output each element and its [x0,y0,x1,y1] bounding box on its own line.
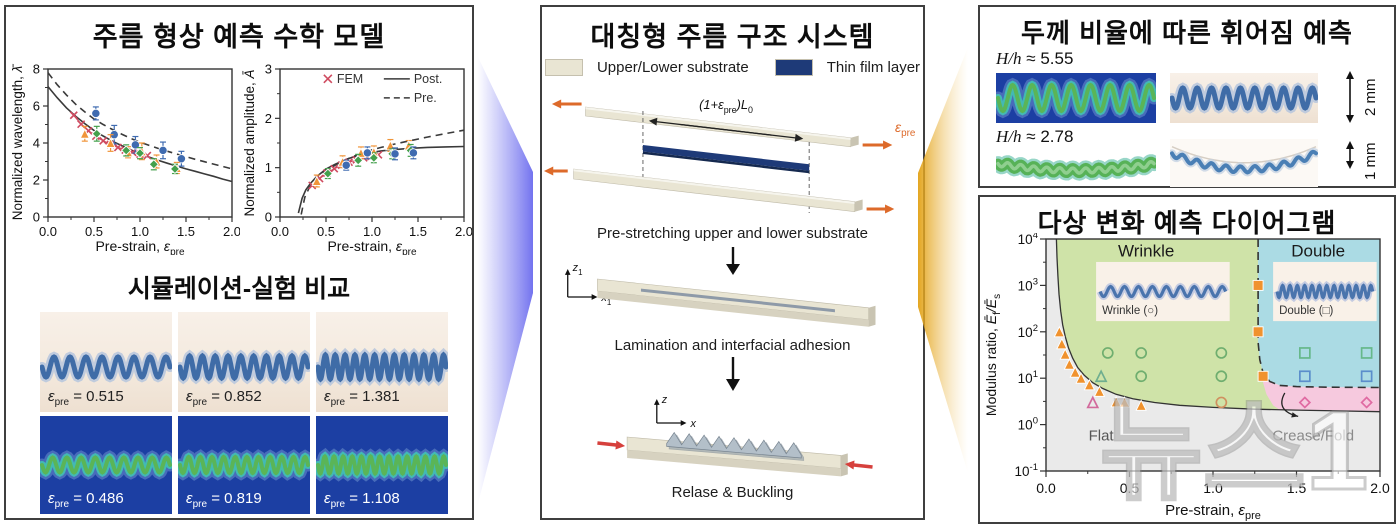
svg-text:102: 102 [1018,323,1038,340]
substrate-swatch-icon [544,59,583,76]
film-legend-label: Thin film layer [826,59,921,76]
svg-text:Normalized wavelength, λ̄: Normalized wavelength, λ̄ [10,64,25,220]
svg-text:2.0: 2.0 [1370,480,1390,496]
bending-experiment-1 [1170,73,1318,123]
down-arrow-icon [725,357,740,391]
svg-text:0.5: 0.5 [85,224,103,239]
svg-text:0.0: 0.0 [1036,480,1056,496]
svg-text:1.5: 1.5 [177,224,195,239]
svg-text:z: z [661,394,668,406]
svg-text:2: 2 [33,173,40,188]
svg-text:Double (□): Double (□) [1279,305,1333,317]
svg-text:Modulus ratio, Ēf/Ēs: Modulus ratio, Ēf/Ēs [983,294,1003,416]
svg-text:6: 6 [33,99,40,114]
svg-text:0: 0 [33,210,40,225]
svg-text:2.0: 2.0 [223,224,240,239]
svg-text:Double: Double [1291,241,1345,260]
bending-simulation-1 [996,73,1156,123]
svg-text:Flat: Flat [1089,428,1115,445]
svg-text:0.0: 0.0 [39,224,57,239]
epsilon-label: εpre = 1.381 [324,388,400,408]
schematic-legend: Upper/Lower substrate Thin film layer [542,59,923,76]
step3-caption: Relase & Buckling [671,484,794,501]
svg-text:100: 100 [1018,416,1038,433]
svg-text:Pre-strain, εpre: Pre-strain, εpre [1165,502,1261,521]
epsilon-label: εpre = 0.486 [48,490,124,510]
svg-text:(1+εpre)L0: (1+εpre)L0 [699,97,753,115]
svg-text:8: 8 [33,63,40,77]
experiment-image-1: εpre = 0.515 [40,312,172,412]
svg-text:1.5: 1.5 [409,224,427,239]
svg-text:z1: z1 [572,262,583,277]
simulation-image-1: εpre = 0.486 [40,416,172,514]
scale-arrow-icon [1346,141,1354,169]
svg-text:x: x [689,418,696,430]
svg-text:104: 104 [1018,233,1038,247]
epsilon-label: εpre = 1.108 [324,490,400,510]
svg-text:1.0: 1.0 [1203,480,1223,496]
lamination-schematic: z1x1 [564,262,876,327]
epsilon-label: εpre = 0.852 [186,388,262,408]
svg-text:FEM: FEM [337,72,363,86]
flow-arrow-right-icon [477,55,533,507]
step2-caption: Lamination and interfacial adhesion [614,337,851,354]
down-arrow-icon [725,247,740,275]
svg-text:2: 2 [265,111,272,126]
svg-text:10-1: 10-1 [1015,462,1038,479]
simulation-image-3: εpre = 1.108 [316,416,448,514]
panel-bending-title: 두께 비율에 따른 휘어짐 예측 [1021,18,1353,48]
svg-text:4: 4 [33,136,40,151]
svg-text:Post.: Post. [414,72,443,86]
svg-text:εpre: εpre [895,119,916,139]
experiment-image-3: εpre = 1.381 [316,312,448,412]
scale-label-1mm: 1 mm [1362,142,1379,180]
epsilon-label: εpre = 0.515 [48,388,124,408]
svg-text:Crease/Fold: Crease/Fold [1272,428,1354,445]
svg-text:Pre-strain, εpre: Pre-strain, εpre [327,238,417,255]
flow-arrow-left-icon [918,47,968,473]
svg-text:1: 1 [265,160,272,175]
thickness-ratio-label-1: H/h ≈ 5.55 [996,49,1074,68]
prestretch-schematic: (1+εpre)L0 εpre [543,97,916,214]
panel-bending-prediction: 두께 비율에 따른 휘어짐 예측 H/h ≈ 5.55 2 mm H/h ≈ 2… [978,5,1396,188]
buckling-schematic: zx [597,394,873,477]
panel-system-title: 대칭형 주름 구조 시스템 [590,22,875,52]
svg-text:0.5: 0.5 [317,224,335,239]
svg-text:0.0: 0.0 [271,224,289,239]
substrate-legend-label: Upper/Lower substrate [596,59,749,76]
comparison-title: 시뮬레이션-실험 비교 [127,275,351,303]
svg-text:101: 101 [1018,369,1038,386]
thickness-ratio-label-2: H/h ≈ 2.78 [996,127,1074,146]
svg-text:103: 103 [1018,276,1038,293]
experiment-image-2: εpre = 0.852 [178,312,310,412]
epsilon-label: εpre = 0.819 [186,490,262,510]
svg-text:Pre-strain, εpre: Pre-strain, εpre [95,238,185,255]
svg-text:1.0: 1.0 [363,224,381,239]
scale-arrow-icon [1346,71,1354,123]
panel-phase-diagram: 다상 변화 예측 다이어그램 Wrinkle (○)Double (□)Wrin… [978,195,1396,524]
svg-text:Wrinkle (○): Wrinkle (○) [1102,305,1158,317]
svg-text:Normalized amplitude, Ā: Normalized amplitude, Ā [242,69,257,216]
svg-text:0.5: 0.5 [1120,480,1140,496]
svg-text:Wrinkle: Wrinkle [1118,241,1174,260]
bending-experiment-2 [1170,139,1318,187]
svg-text:1.0: 1.0 [131,224,149,239]
panel-phase-title: 다상 변화 예측 다이어그램 [1037,208,1337,238]
panel-wrinkle-system: 대칭형 주름 구조 시스템 Upper/Lower substrate Thin… [540,5,925,520]
step1-caption: Pre-stretching upper and lower substrate [597,225,868,242]
simulation-image-2: εpre = 0.819 [178,416,310,514]
bending-simulation-2 [996,153,1156,181]
svg-text:0: 0 [265,210,272,225]
svg-text:2.0: 2.0 [455,224,472,239]
film-swatch-icon [774,59,813,76]
panel-model-title: 주름 형상 예측 수학 모델 [92,22,386,52]
svg-text:Pre.: Pre. [414,91,437,105]
svg-text:3: 3 [265,63,272,77]
scale-label-2mm: 2 mm [1362,78,1379,116]
svg-text:1.5: 1.5 [1287,480,1307,496]
